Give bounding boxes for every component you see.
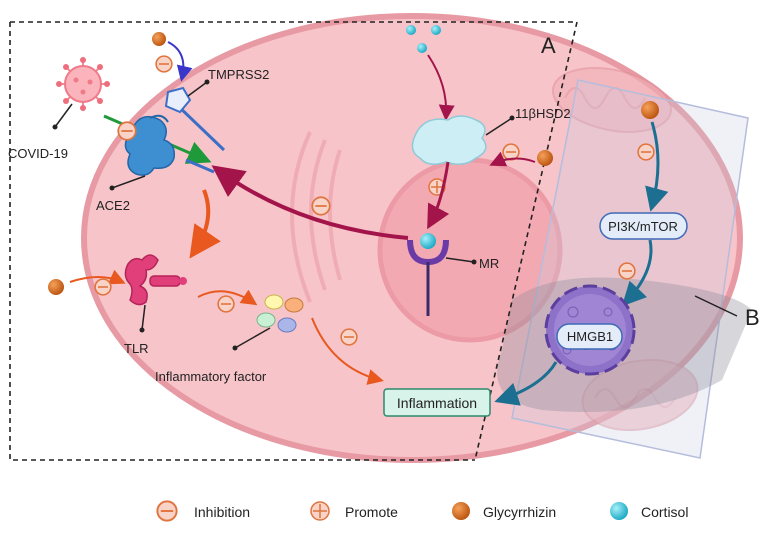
glycyrrhizin-to-hsd2-arrow: [489, 151, 536, 167]
ace2-label: ACE2: [96, 198, 130, 213]
panel-a-boundary: [9, 21, 579, 461]
factor-leader-dot: [232, 345, 238, 351]
tmprss2-leader: [187, 81, 208, 97]
glycyrrhizin-tlr-icon: [48, 279, 64, 295]
factor-inhibition-icon: [217, 295, 235, 313]
tmprss2-receptor-icon: [164, 86, 226, 174]
hmgb1-label: HMGB1: [567, 329, 613, 344]
inflammation-inhibition-icon: [340, 328, 358, 346]
glycyrrhizin-to-tmprss2-arrow: [167, 41, 193, 82]
factor-leader: [234, 327, 271, 349]
glycyrrhizin-to-tlr-arrow: [69, 269, 126, 285]
legend-glycyrrhizin-icon: [452, 502, 470, 520]
hsd2-enzyme-icon: [411, 115, 487, 165]
mr-to-ace2-arrow: [211, 165, 409, 240]
ace2-receptor-icon: [124, 114, 176, 176]
legend-promote-icon: [310, 501, 330, 521]
tlr-label: TLR: [124, 341, 149, 356]
endoplasmic-reticulum-icon: [290, 131, 342, 303]
hmgb1-to-inflammation-arrow: [494, 361, 558, 406]
inflammation-label: Inflammation: [397, 395, 477, 411]
mitochondrion-top-icon: [551, 67, 673, 133]
hsd2-leader-dot: [509, 115, 515, 121]
glycyrrhizin-to-pi3k-arrow: [645, 121, 669, 212]
inflammatory-factor-label: Inflammatory factor: [155, 369, 267, 384]
tmprss2-inhibition-icon: [155, 55, 173, 73]
tlr-to-factor-arrow: [197, 289, 258, 306]
pi3k-to-hmgb1-arrow: [621, 239, 653, 307]
mr-leader-dot: [471, 259, 477, 265]
tlr-inhibition-icon: [94, 278, 112, 296]
tmprss2-label: TMPRSS2: [208, 67, 269, 82]
cortisol-to-hsd2-arrow: [427, 54, 455, 121]
tmprss2-leader-dot: [204, 79, 210, 85]
hsd2-to-mr-arrow: [427, 161, 450, 230]
panel-a-label: A: [541, 33, 556, 58]
panel-b-leader: [694, 295, 738, 317]
legend-inhibition-label: Inhibition: [194, 504, 250, 520]
mr-label: MR: [479, 256, 499, 271]
hsd2-label: 11βHSD2: [515, 106, 571, 121]
mitochondrion-bottom-icon: [581, 359, 699, 431]
cortisol-molecule-1: [406, 25, 416, 35]
covid-leader: [54, 103, 73, 128]
pi3k-inhibition-icon: [637, 143, 655, 161]
legend: Inhibition Promote Glycyrrhizin Cortisol: [156, 500, 688, 522]
factor-to-inflammation-arrow: [311, 317, 384, 385]
covid-label: COVID-19: [8, 146, 68, 161]
covid-virus-icon: [56, 57, 110, 111]
covid-leader-dot: [52, 124, 58, 130]
mr-leader: [445, 257, 475, 263]
glycyrrhizin-hsd2-icon: [537, 150, 553, 166]
legend-promote-label: Promote: [345, 504, 398, 520]
legend-glycyrrhizin-label: Glycyrrhizin: [483, 504, 556, 520]
ace2-leader: [111, 175, 146, 189]
inflammatory-factor-icon: [256, 294, 304, 333]
glycyrrhizin-pi3k-icon: [641, 101, 659, 119]
ace2-to-tlr-arrow: [189, 189, 221, 259]
hmgb1-node: [556, 323, 623, 350]
inflammation-node: [383, 388, 491, 417]
cortisol-molecule-3: [417, 43, 427, 53]
mr-receptor-icon: [407, 233, 449, 316]
hmgb1-inhibition-icon: [618, 262, 636, 280]
mr-ace2-inhibition-icon: [311, 196, 331, 216]
panel-b-label: B: [745, 305, 760, 330]
ace2-inhibition-icon: [117, 121, 137, 141]
legend-inhibition-icon: [156, 500, 178, 522]
legend-cortisol-icon: [610, 502, 628, 520]
legend-cortisol-label: Cortisol: [641, 504, 688, 520]
tlr-leader: [141, 304, 146, 331]
tlr-leader-dot: [139, 327, 145, 333]
glycyrrhizin-tmprss2-icon: [152, 32, 166, 46]
cortisol-molecule-2: [431, 25, 441, 35]
pi3k-label: PI3K/mTOR: [608, 219, 678, 234]
hsd2-leader: [485, 117, 513, 136]
tlr-receptor-icon: [124, 254, 187, 306]
ace2-leader-dot: [109, 185, 115, 191]
pi3k-node: [599, 212, 688, 240]
